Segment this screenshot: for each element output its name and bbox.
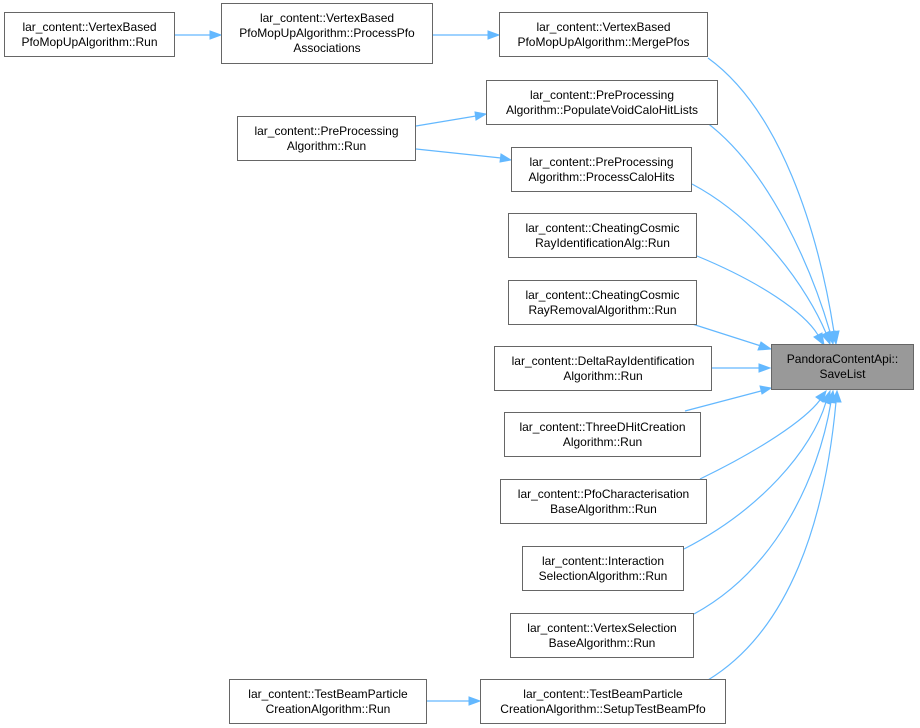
node-vertex-based-pfo-mop-up-run[interactable]: lar_content::VertexBased PfoMopUpAlgorit… [4,12,175,57]
edge-arrow [499,153,513,163]
edge-vb-merge-to-save-list [707,57,835,333]
node-pre-processing-populate-void-calo-hit-lists[interactable]: lar_content::PreProcessing Algorithm::Po… [486,80,718,125]
node-line: CreationAlgorithm::Run [265,701,391,716]
node-line: lar_content::PreProcessing [529,87,675,102]
edge-pp-process-to-save-list [691,183,827,334]
node-line: lar_content::CheatingCosmic [525,220,680,235]
node-line: Associations [293,41,361,55]
edge-pp-run-to-pp-process [415,148,502,159]
node-line: PfoMopUpAlgorithm::ProcessPfo [239,26,415,40]
node-three-d-hit-creation-run[interactable]: lar_content::ThreeDHitCreation Algorithm… [504,412,701,457]
edge-pp-populate-to-save-list [705,121,831,333]
node-line: lar_content::PreProcessing [529,154,674,169]
node-line: Algorithm::PopulateVoidCaloHitLists [505,102,699,117]
node-delta-ray-identification-run[interactable]: lar_content::DeltaRayIdentification Algo… [494,346,712,391]
node-interaction-selection-run[interactable]: lar_content::Interaction SelectionAlgori… [522,546,684,591]
edge-arrow [821,330,831,346]
edge-arrow [831,389,842,403]
node-line: BaseAlgorithm::Run [548,635,656,650]
edge-arrow [487,30,501,40]
edge-pfo-char-to-save-list [699,399,821,480]
node-line: RayIdentificationAlg::Run [535,235,670,250]
node-line: lar_content::VertexBased [22,19,157,34]
node-test-beam-particle-creation-run[interactable]: lar_content::TestBeamParticle CreationAl… [229,679,427,724]
node-pfo-characterisation-run[interactable]: lar_content::PfoCharacterisation BaseAlg… [500,479,707,524]
node-line: SelectionAlgorithm::Run [538,568,668,583]
edge-arrow [468,696,482,706]
node-line: lar_content::PfoCharacterisation [517,486,690,501]
edge-arrow [758,363,772,373]
edge-arrow [474,111,488,121]
node-line: Algorithm::Run [286,138,367,153]
node-line: lar_content::PreProcessing [254,123,399,138]
node-line: PfoMopUpAlgorithm::MergePfos [517,34,690,49]
node-line: Algorithm::Run [562,434,643,449]
edge-arrow [209,30,223,40]
edge-cheat-removal-to-save-list [685,321,762,347]
edge-arrow [813,332,825,347]
node-vertex-selection-run[interactable]: lar_content::VertexSelection BaseAlgorit… [510,613,694,658]
node-cheating-cosmic-ray-identification-run[interactable]: lar_content::CheatingCosmic RayIdentific… [508,213,697,258]
node-line: CreationAlgorithm::SetupTestBeamPfo [500,701,706,716]
edge-interaction-to-save-list [683,401,827,550]
node-line: PandoraContentApi:: [786,352,899,366]
node-vertex-based-pfo-mop-up-merge-pfos[interactable]: lar_content::VertexBased PfoMopUpAlgorit… [499,12,708,57]
node-line: lar_content::DeltaRayIdentification [511,353,695,368]
node-line: lar_content::VertexBased [536,19,671,34]
edge-vertex-sel-to-save-list [693,401,832,615]
node-line: lar_content::CheatingCosmic [525,287,680,302]
edge-pp-run-to-pp-populate [415,115,477,127]
node-vertex-based-pfo-mop-up-process-pfo-associations[interactable]: lar_content::VertexBased PfoMopUpAlgorit… [221,3,433,64]
node-line: lar_content::TestBeamParticle [248,686,408,701]
node-line: lar_content::ThreeDHitCreation [519,419,686,434]
edge-arrow [759,385,773,395]
node-line: lar_content::VertexBased [259,11,395,25]
edge-arrow [757,341,773,351]
edge-tb-setup-to-save-list [707,401,837,681]
node-line: RayRemovalAlgorithm::Run [528,302,677,317]
edge-three-d-to-save-list [684,390,762,412]
node-cheating-cosmic-ray-removal-run[interactable]: lar_content::CheatingCosmic RayRemovalAl… [508,280,697,325]
node-line: Algorithm::Run [563,368,643,383]
node-line: PfoMopUpAlgorithm::Run [21,34,158,49]
node-line: lar_content::Interaction [541,553,665,568]
node-line: Algorithm::ProcessCaloHits [528,169,675,184]
node-line: lar_content::TestBeamParticle [523,686,683,701]
edge-cheat-id-to-save-list [696,255,819,336]
node-line: BaseAlgorithm::Run [550,501,657,516]
node-test-beam-particle-creation-setup-test-beam-pfo[interactable]: lar_content::TestBeamParticle CreationAl… [480,679,726,724]
node-line: lar_content::VertexSelection [527,620,677,635]
node-pandora-save-list: PandoraContentApi:: SaveList [771,344,914,390]
node-pre-processing-run[interactable]: lar_content::PreProcessing Algorithm::Ru… [237,116,416,161]
node-line: SaveList [819,367,866,381]
node-pre-processing-process-calo-hits[interactable]: lar_content::PreProcessing Algorithm::Pr… [511,147,692,192]
